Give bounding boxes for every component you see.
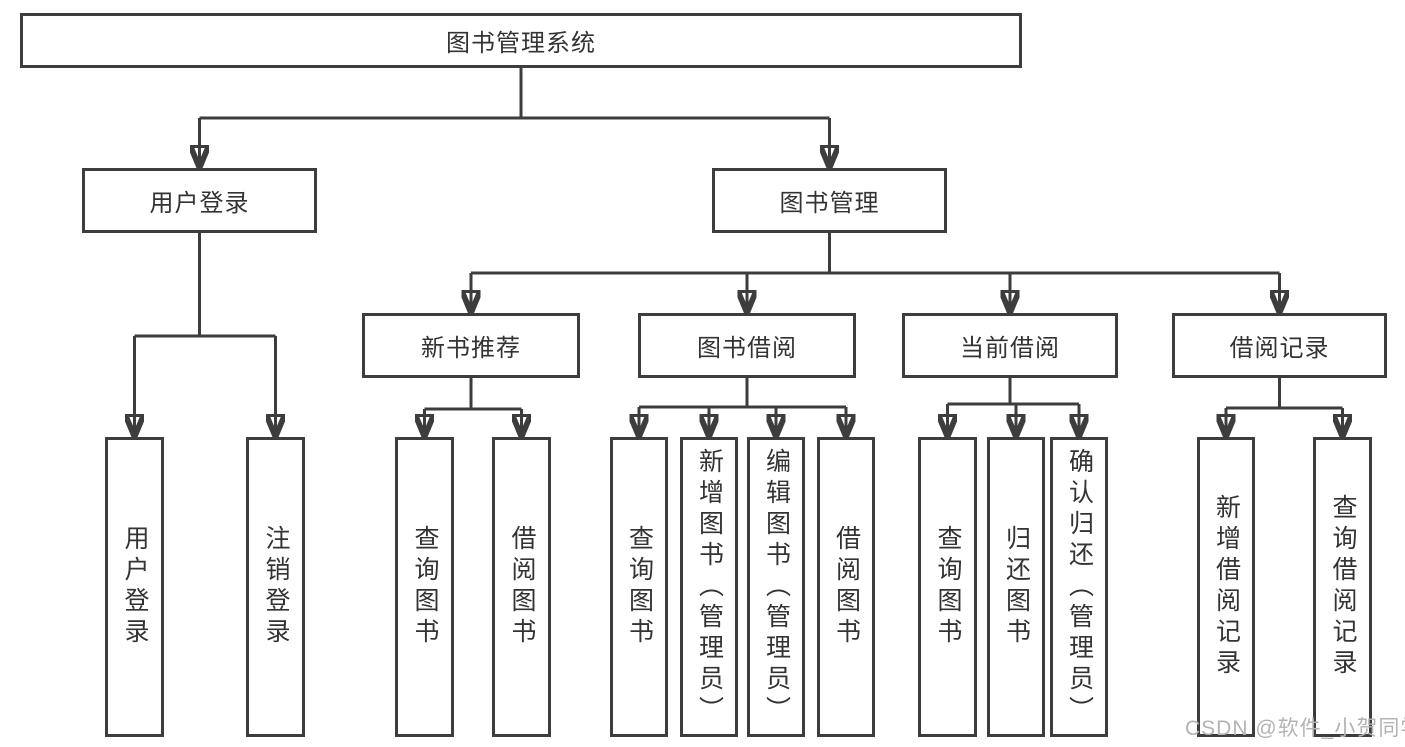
node-root: 图书管理系统 xyxy=(20,13,1022,68)
node-current-borrow: 当前借阅 xyxy=(902,313,1118,378)
node-book-borrow: 图书借阅 xyxy=(638,313,856,378)
node-user-login-label: 用户登录 xyxy=(149,190,250,217)
node-borrow-records-label: 借阅记录 xyxy=(1229,335,1330,362)
node-root-label: 图书管理系统 xyxy=(446,30,596,57)
leaf-borrow-query: 查询图书 xyxy=(610,437,668,737)
leaf-borrow-edit: 编辑图书（管理员） xyxy=(747,437,805,737)
leaf-records-add-label: 新增借阅记录 xyxy=(1212,494,1241,680)
leaf-borrow-add-label: 新增图书（管理员） xyxy=(695,447,724,727)
leaf-borrow-query-label: 查询图书 xyxy=(625,525,654,649)
csdn-watermark: CSDN @软件_小贺同学 xyxy=(1185,717,1405,740)
leaf-records-query: 查询借阅记录 xyxy=(1313,437,1372,737)
leaf-current-confirm-label: 确认归还（管理员） xyxy=(1065,447,1094,727)
leaf-user-login: 用户登录 xyxy=(105,437,164,737)
leaf-borrow-edit-label: 编辑图书（管理员） xyxy=(762,447,791,727)
leaf-logout-label: 注销登录 xyxy=(262,525,290,649)
leaf-current-return-label: 归还图书 xyxy=(1002,525,1031,649)
node-book-borrow-label: 图书借阅 xyxy=(697,335,797,362)
leaf-records-query-label: 查询借阅记录 xyxy=(1329,494,1357,680)
leaf-records-add: 新增借阅记录 xyxy=(1197,437,1255,737)
leaf-newbook-borrow: 借阅图书 xyxy=(492,437,551,737)
leaf-newbook-query-label: 查询图书 xyxy=(411,525,439,649)
leaf-borrow-add: 新增图书（管理员） xyxy=(680,437,738,737)
leaf-current-return: 归还图书 xyxy=(987,437,1045,737)
leaf-current-query-label: 查询图书 xyxy=(934,525,962,649)
leaf-current-query: 查询图书 xyxy=(918,437,977,737)
node-book-management-label: 图书管理 xyxy=(779,190,880,217)
node-new-book-recommend-label: 新书推荐 xyxy=(421,335,521,362)
leaf-logout: 注销登录 xyxy=(246,437,305,737)
node-new-book-recommend: 新书推荐 xyxy=(362,313,580,378)
leaf-newbook-borrow-label: 借阅图书 xyxy=(508,525,536,649)
node-book-management: 图书管理 xyxy=(712,168,947,233)
leaf-user-login-label: 用户登录 xyxy=(121,525,149,649)
leaf-newbook-query: 查询图书 xyxy=(395,437,454,737)
node-current-borrow-label: 当前借阅 xyxy=(960,335,1060,362)
node-borrow-records: 借阅记录 xyxy=(1172,313,1387,378)
leaf-current-confirm: 确认归还（管理员） xyxy=(1050,437,1108,737)
node-user-login: 用户登录 xyxy=(82,168,317,233)
leaf-borrow-borrow-label: 借阅图书 xyxy=(832,525,861,649)
leaf-borrow-borrow: 借阅图书 xyxy=(817,437,875,737)
